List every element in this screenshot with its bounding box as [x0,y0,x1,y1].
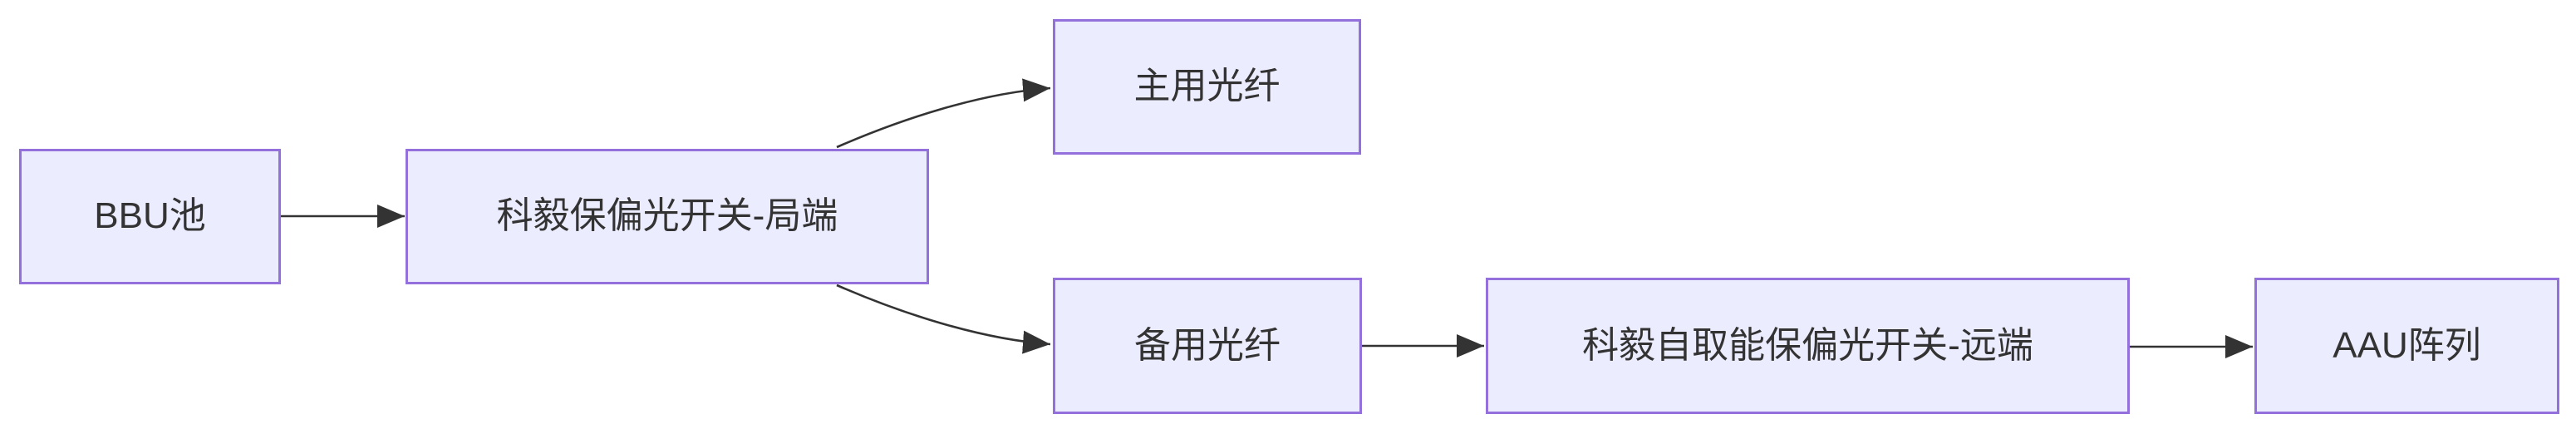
node-local-switch-label: 科毅保偏光开关-局端 [496,195,838,237]
node-remote-switch: 科毅自取能保偏光开关-远端 [1486,278,2130,414]
node-aau-array-label: AAU阵列 [2333,324,2481,366]
node-aau-array: AAU阵列 [2254,278,2559,414]
node-primary-fiber: 主用光纤 [1053,19,1361,155]
node-bbu-pool: BBU池 [19,149,281,284]
node-primary-fiber-label: 主用光纤 [1133,66,1281,107]
node-bbu-pool-label: BBU池 [94,195,206,237]
node-remote-switch-label: 科毅自取能保偏光开关-远端 [1582,324,2033,366]
node-local-switch: 科毅保偏光开关-局端 [406,149,929,284]
node-backup-fiber-label: 备用光纤 [1134,324,1281,366]
node-backup-fiber: 备用光纤 [1053,278,1362,414]
edge-local-switch-to-primary-fiber [836,78,1051,149]
edge-local-switch-to-backup-fiber [836,284,1051,354]
